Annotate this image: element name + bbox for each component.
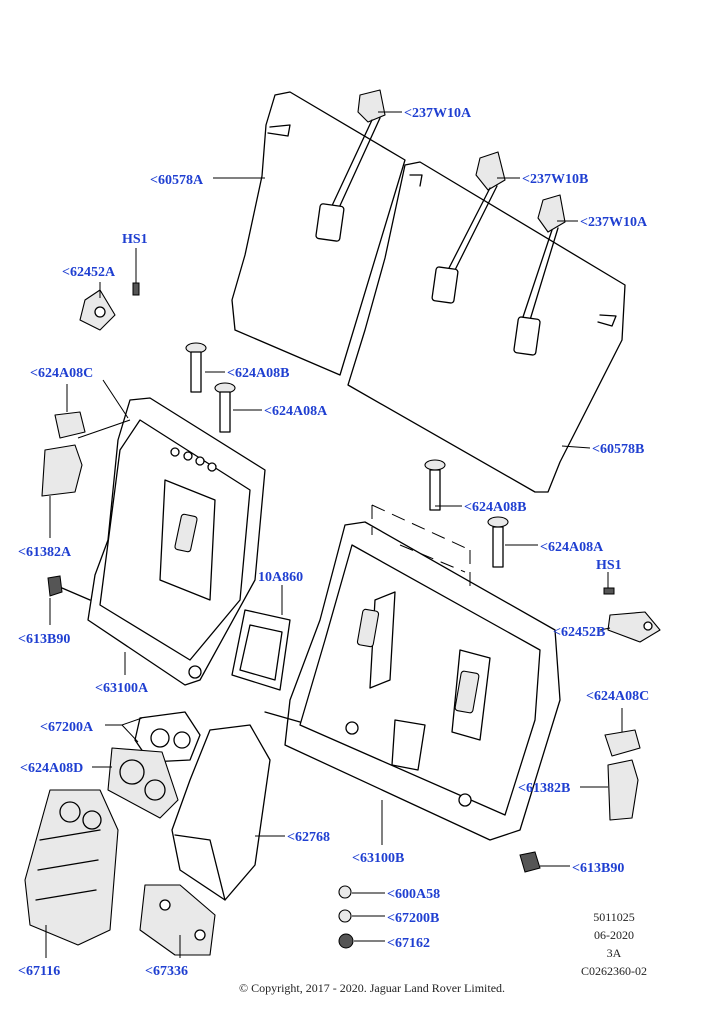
callout-600A58[interactable]: <600A58: [387, 887, 440, 902]
leader-lines: [45, 111, 623, 958]
callout-HS1-left[interactable]: HS1: [122, 232, 148, 247]
bolt-624A08B-left: [185, 342, 207, 393]
seat-back-panel-right: [347, 161, 626, 493]
bolt-624A08B-right: [424, 459, 446, 511]
callout-62452B[interactable]: <62452B: [553, 625, 605, 640]
callout-63100B[interactable]: <63100B: [352, 851, 404, 866]
callout-61382A[interactable]: <61382A: [18, 545, 72, 560]
bolt-HS1-left: [132, 282, 140, 296]
callout-67162[interactable]: <67162: [387, 936, 430, 951]
callout-HS1-right[interactable]: HS1: [596, 558, 622, 573]
callout-624A08D[interactable]: <624A08D: [20, 761, 83, 776]
armrest-base-67116: [24, 789, 119, 946]
callout-624A08A-right[interactable]: <624A08A: [540, 540, 604, 555]
seat-frame-right: [264, 521, 561, 841]
belt-guide-middle: [431, 151, 506, 304]
callout-10A860[interactable]: 10A860: [258, 570, 303, 585]
dashed-install-guide: [371, 504, 471, 590]
callout-624A08A-left[interactable]: <624A08A: [264, 404, 328, 419]
callout-237W10A-top[interactable]: <237W10A: [404, 106, 472, 121]
cupholder-insert-67200A: [134, 711, 201, 763]
fastener-600A58: [338, 885, 352, 899]
fastener-67162: [338, 933, 354, 949]
bolt-613B90-left: [47, 575, 91, 601]
callout-613B90-left[interactable]: <613B90: [18, 632, 70, 647]
belt-guide-top: [315, 89, 386, 242]
doc-illustration-code: C0262360-02: [581, 964, 647, 978]
hinge-67336: [139, 884, 216, 956]
fastener-67200B: [338, 909, 352, 923]
bolt-613B90-right: [519, 851, 541, 873]
callout-624A08B-right[interactable]: <624A08B: [464, 500, 526, 515]
callout-61382B[interactable]: <61382B: [518, 781, 570, 796]
doc-date: 06-2020: [594, 928, 634, 942]
callout-62768[interactable]: <62768: [287, 830, 330, 845]
callout-67200B[interactable]: <67200B: [387, 911, 439, 926]
anchor-61382A: [41, 444, 83, 497]
callout-624A08C-left[interactable]: <624A08C: [30, 366, 93, 381]
seat-frame-left: [87, 397, 266, 686]
callout-67336[interactable]: <67336: [145, 964, 188, 979]
callout-63100A[interactable]: <63100A: [95, 681, 149, 696]
callout-624A08B-left[interactable]: <624A08B: [227, 366, 289, 381]
callout-60578A[interactable]: <60578A: [150, 173, 204, 188]
callout-67116[interactable]: <67116: [18, 964, 60, 979]
callout-237W10A-right[interactable]: <237W10A: [580, 215, 648, 230]
bolt-624A08A-left: [214, 382, 236, 433]
doc-revision: 3A: [607, 946, 622, 960]
trim-624A08C-right: [604, 729, 641, 757]
module-10A860: [231, 609, 291, 691]
belt-guide-right: [513, 194, 566, 356]
doc-id: 5011025: [593, 910, 635, 924]
bracket-62452A: [79, 289, 116, 331]
callout-237W10B[interactable]: <237W10B: [522, 172, 588, 187]
bracket-62452B: [607, 611, 661, 643]
copyright-notice: © Copyright, 2017 - 2020. Jaguar Land Ro…: [239, 981, 505, 995]
callout-62452A[interactable]: <62452A: [62, 265, 116, 280]
armrest-62768: [171, 724, 271, 901]
bolt-HS1-right: [603, 587, 615, 595]
anchor-61382B: [607, 759, 639, 821]
trim-624A08C-left: [54, 411, 86, 439]
callout-60578B[interactable]: <60578B: [592, 442, 644, 457]
callout-67200A[interactable]: <67200A: [40, 720, 94, 735]
cupholder-624A08D: [107, 747, 179, 819]
callout-613B90-right[interactable]: <613B90: [572, 861, 624, 876]
callout-624A08C-right[interactable]: <624A08C: [586, 689, 649, 704]
bolt-624A08A-right: [487, 516, 509, 568]
